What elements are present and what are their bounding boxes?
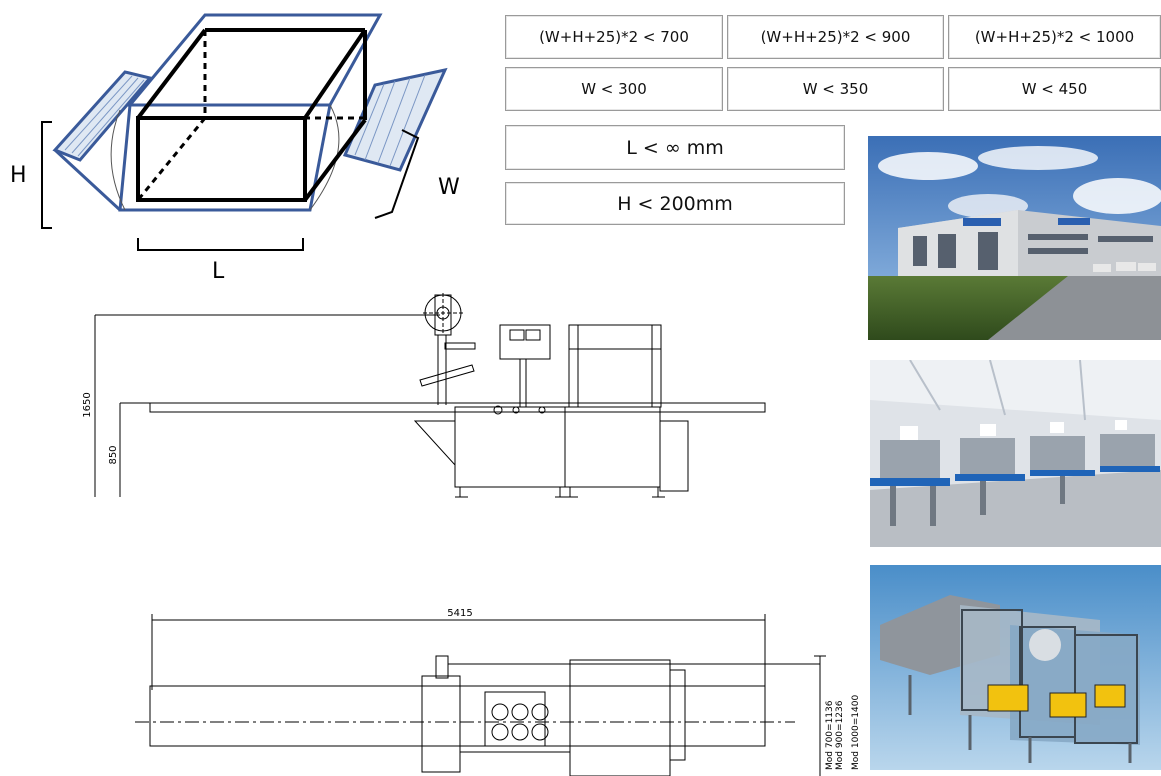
box-dimension-diagram: H W L — [10, 13, 460, 284]
top-view-drawing: 5415 Mod 700=1136 Mod 900=1236 — [135, 608, 845, 776]
spec-cell-r1c3: (W+H+25)*2 < 1000 — [948, 15, 1161, 59]
product-box — [136, 28, 367, 202]
top-view-label-extra: Mod 1000=1400 — [851, 695, 861, 770]
l-bracket — [137, 238, 304, 251]
dim-label-total: 1650 — [82, 392, 93, 417]
packaging-machine-photo — [870, 565, 1161, 770]
spec-cell-r1c1: (W+H+25)*2 < 700 — [505, 15, 723, 59]
h-bracket — [41, 121, 52, 229]
spec-cell-r2c2: W < 350 — [727, 67, 944, 111]
model-width-700: Mod 700=1136 — [825, 700, 835, 770]
dim-label-length: 5415 — [447, 608, 472, 619]
model-width-900: Mod 900=1236 — [835, 700, 845, 770]
left-flap — [52, 70, 153, 212]
spec-cell-r2c3: W < 450 — [948, 67, 1161, 111]
spec-cell-r2c1: W < 300 — [505, 67, 723, 111]
length-spec: L < ∞ mm — [505, 125, 845, 170]
w-label: W — [438, 175, 460, 200]
w-bracket — [374, 129, 420, 219]
assembly-hall-photo — [870, 360, 1161, 547]
dim-label-table: 850 — [108, 445, 119, 464]
right-flap — [309, 67, 448, 211]
height-spec: H < 200mm — [505, 182, 845, 225]
side-view-drawing: 1650 850 — [82, 293, 766, 498]
h-label: H — [10, 163, 27, 188]
l-label: L — [212, 259, 225, 284]
model-width-1000: Mod 1000=1400 — [851, 695, 861, 770]
spec-cell-r1c2: (W+H+25)*2 < 900 — [727, 15, 944, 59]
factory-building-photo — [868, 136, 1161, 340]
